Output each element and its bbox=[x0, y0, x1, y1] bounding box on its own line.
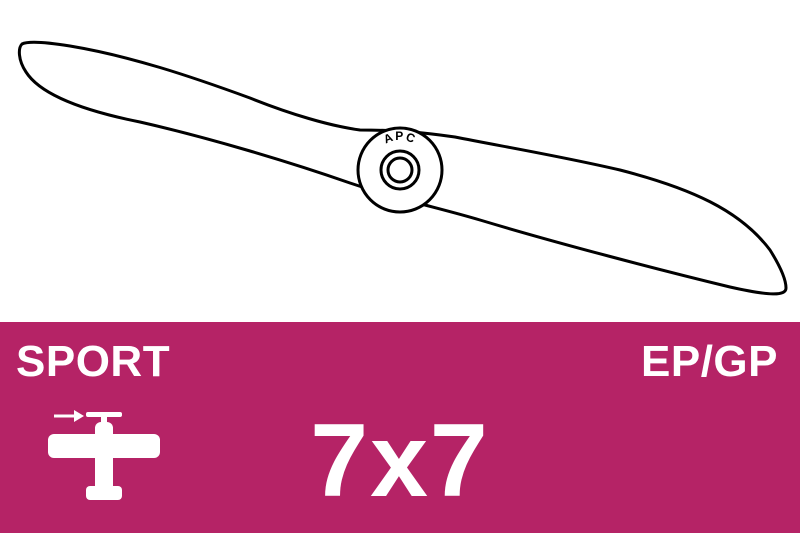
hub-logo: APC bbox=[382, 129, 419, 147]
category-banner bbox=[0, 322, 800, 533]
power-type-label: EP/GP bbox=[641, 337, 778, 386]
category-label: SPORT bbox=[16, 337, 171, 386]
airplane-pusher-icon bbox=[48, 410, 160, 500]
propeller-size: 7x7 bbox=[310, 403, 490, 519]
propeller-outline-icon: APC bbox=[17, 40, 788, 296]
propeller-illustration: APC bbox=[17, 40, 788, 296]
hub-bore bbox=[386, 156, 414, 184]
